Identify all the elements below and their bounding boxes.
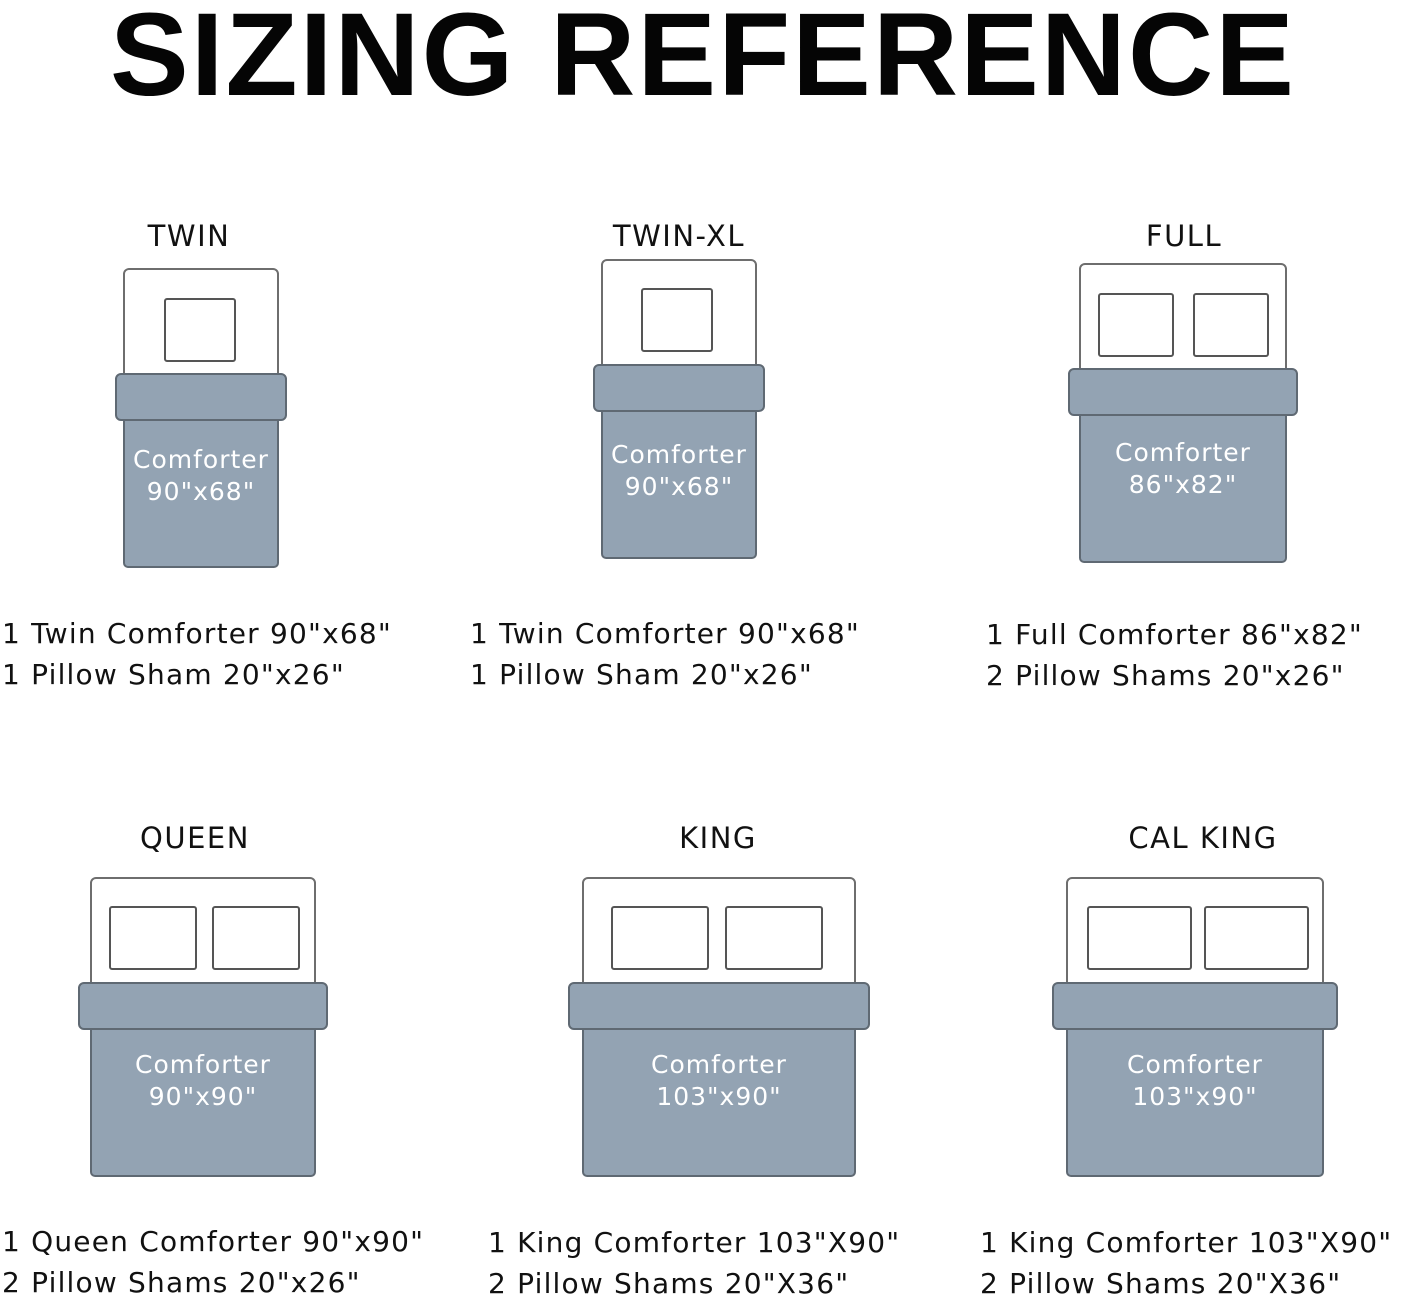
- comforter-fold: [1068, 368, 1298, 416]
- pillow-sham-right: [1204, 906, 1309, 970]
- comforter-fold: [593, 364, 765, 412]
- comforter-fold: [1052, 982, 1338, 1030]
- description-line: 2 Pillow Shams 20"x26": [2, 1266, 361, 1299]
- size-name-king: KING: [679, 821, 757, 855]
- description-line: 1 Twin Comforter 90"x68": [470, 617, 860, 650]
- page-title: SIZING REFERENCE: [110, 0, 1296, 121]
- bed-diagram-twin-xl: Comforter 90"x68": [593, 259, 765, 561]
- size-name-full: FULL: [1145, 219, 1223, 253]
- size-name-cal-king: CAL KING: [1128, 821, 1278, 855]
- comforter: Comforter 90"x68": [123, 408, 279, 568]
- comforter-size: 90"x68": [146, 477, 256, 506]
- description-line: 1 Full Comforter 86"x82": [986, 618, 1363, 651]
- bed-diagram-king: Comforter 103"x90": [568, 877, 870, 1179]
- description-line: 1 King Comforter 103"X90": [980, 1226, 1393, 1259]
- description-line: 2 Pillow Shams 20"X36": [980, 1267, 1342, 1300]
- comforter-size: 90"x68": [624, 472, 734, 501]
- pillow-sham: [164, 298, 236, 362]
- bed-diagram-cal-king: Comforter 103"x90": [1052, 877, 1338, 1179]
- comforter-size: 103"x90": [656, 1082, 782, 1111]
- comforter-size: 103"x90": [1132, 1082, 1258, 1111]
- comforter-size: 90"x90": [148, 1082, 258, 1111]
- twin-description: 1 Twin Comforter 90"x68" 1 Pillow Sham 2…: [2, 613, 392, 695]
- comforter: Comforter 90"x68": [601, 399, 757, 559]
- description-line: 1 Pillow Sham 20"x26": [470, 658, 813, 691]
- bed-diagram-queen: Comforter 90"x90": [78, 877, 328, 1179]
- queen-description: 1 Queen Comforter 90"x90" 2 Pillow Shams…: [2, 1221, 424, 1303]
- size-name-queen: QUEEN: [140, 821, 250, 855]
- comforter-label: Comforter: [133, 445, 269, 474]
- description-line: 2 Pillow Shams 20"X36": [488, 1267, 850, 1300]
- comforter-label: Comforter: [135, 1050, 271, 1079]
- king-description: 1 King Comforter 103"X90" 2 Pillow Shams…: [488, 1222, 900, 1304]
- size-name-twin-xl: TWIN-XL: [612, 219, 746, 253]
- description-line: 1 Queen Comforter 90"x90": [2, 1225, 425, 1258]
- bed-diagram-twin: Comforter 90"x68": [115, 268, 287, 570]
- description-line: 1 King Comforter 103"X90": [488, 1226, 901, 1259]
- pillow-sham-right: [725, 906, 823, 970]
- pillow-sham-left: [1087, 906, 1192, 970]
- comforter-fold: [115, 373, 287, 421]
- comforter: Comforter 103"x90": [582, 1017, 856, 1177]
- cal-king-description: 1 King Comforter 103"X90" 2 Pillow Shams…: [980, 1222, 1392, 1304]
- comforter-label: Comforter: [1127, 1050, 1263, 1079]
- comforter: Comforter 103"x90": [1066, 1017, 1324, 1177]
- comforter: Comforter 90"x90": [90, 1017, 316, 1177]
- comforter-fold: [568, 982, 870, 1030]
- twin-xl-description: 1 Twin Comforter 90"x68" 1 Pillow Sham 2…: [470, 613, 860, 695]
- pillow-sham-left: [611, 906, 709, 970]
- comforter-fold: [78, 982, 328, 1030]
- comforter-label: Comforter: [651, 1050, 787, 1079]
- description-line: 1 Pillow Sham 20"x26": [2, 658, 345, 691]
- bed-diagram-full: Comforter 86"x82": [1068, 263, 1298, 565]
- description-line: 1 Twin Comforter 90"x68": [2, 617, 392, 650]
- comforter-label: Comforter: [611, 440, 747, 469]
- comforter: Comforter 86"x82": [1079, 403, 1287, 563]
- size-name-twin: TWIN: [147, 219, 231, 253]
- pillow-sham-left: [1098, 293, 1174, 357]
- full-description: 1 Full Comforter 86"x82" 2 Pillow Shams …: [986, 614, 1363, 696]
- pillow-sham-right: [1193, 293, 1269, 357]
- pillow-sham: [641, 288, 713, 352]
- comforter-label: Comforter: [1115, 438, 1251, 467]
- comforter-size: 86"x82": [1128, 470, 1238, 499]
- pillow-sham-left: [109, 906, 197, 970]
- pillow-sham-right: [212, 906, 300, 970]
- description-line: 2 Pillow Shams 20"x26": [986, 659, 1345, 692]
